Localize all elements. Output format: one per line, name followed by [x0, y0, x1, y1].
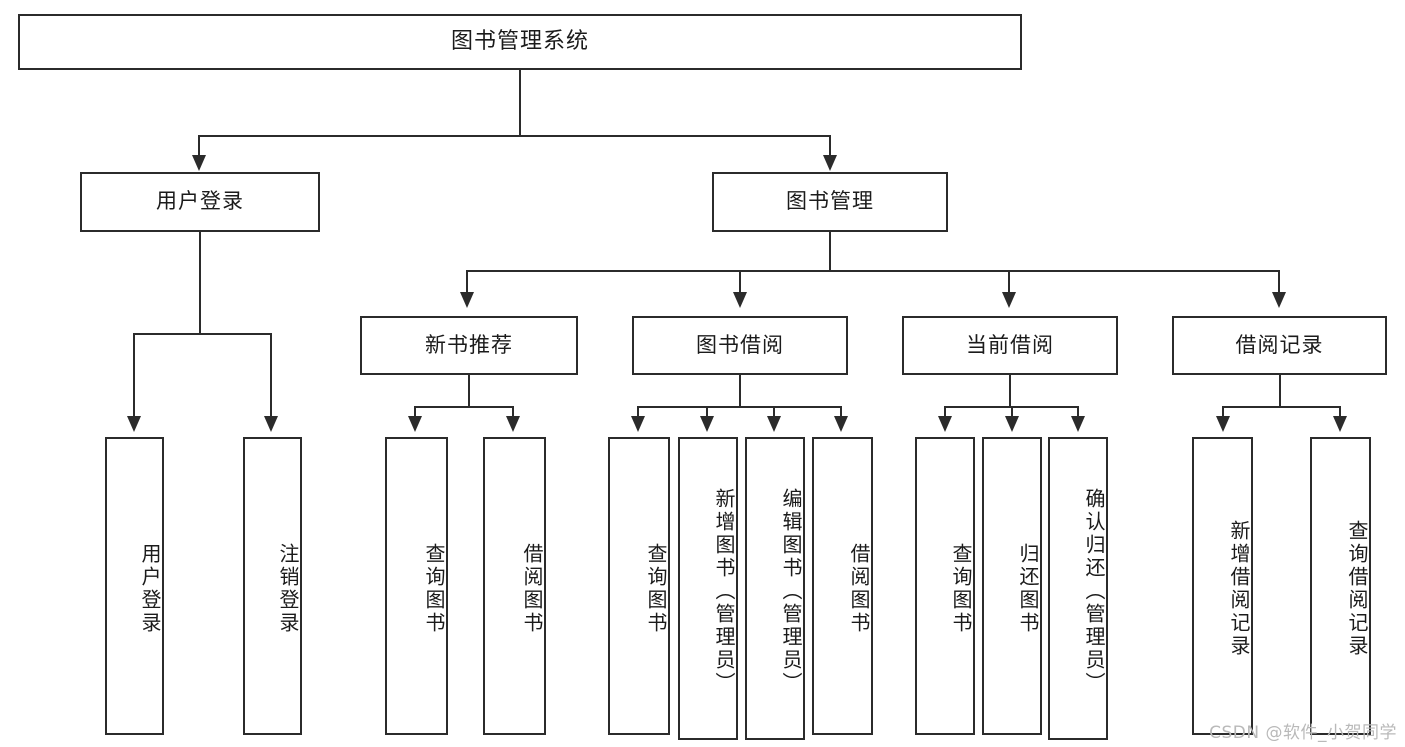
edge-current-to-leaf-1 — [944, 406, 946, 418]
node-label: 新增图书（管理员） — [712, 488, 736, 695]
leaf-borrow-book[interactable]: 借阅图书 — [812, 437, 873, 735]
edge-user-login-to-leaf-1 — [133, 333, 135, 418]
leaf-edit-book-admin[interactable]: 编辑图书（管理员） — [745, 437, 805, 740]
node-label: 查询图书 — [949, 543, 973, 635]
leaf-query-book-recommend[interactable]: 查询图书 — [385, 437, 448, 735]
edge-book-mgmt-to-g3 — [1008, 270, 1010, 294]
edge-new-book-bar — [414, 406, 514, 408]
arrow-user-login-to-leaf-2 — [264, 416, 278, 432]
node-label: 注销登录 — [276, 543, 300, 635]
node-label: 图书管理系统 — [450, 28, 589, 54]
arrow-book-mgmt-to-g4 — [1272, 292, 1286, 308]
edge-root-stem — [519, 70, 521, 136]
leaf-add-book-admin[interactable]: 新增图书（管理员） — [678, 437, 738, 740]
node-label: 用户登录 — [156, 189, 244, 214]
arrow-borrow-to-leaf-2 — [700, 416, 714, 432]
node-borrow-record[interactable]: 借阅记录 — [1172, 316, 1387, 375]
arrow-new-book-to-leaf-2 — [506, 416, 520, 432]
arrow-book-mgmt-to-g1 — [460, 292, 474, 308]
leaf-user-logout[interactable]: 注销登录 — [243, 437, 302, 735]
edge-record-stem — [1279, 375, 1281, 408]
edge-borrow-to-leaf-4 — [840, 406, 842, 418]
edge-new-book-to-leaf-1 — [414, 406, 416, 418]
edge-root-to-book-mgmt — [829, 135, 831, 157]
node-label: 新书推荐 — [425, 332, 513, 357]
arrow-borrow-to-leaf-4 — [834, 416, 848, 432]
edge-user-login-bar — [133, 333, 272, 335]
node-book-management[interactable]: 图书管理 — [712, 172, 948, 232]
arrow-borrow-to-leaf-3 — [767, 416, 781, 432]
leaf-query-book-borrow[interactable]: 查询图书 — [608, 437, 670, 735]
edge-current-to-leaf-2 — [1011, 406, 1013, 418]
edge-borrow-to-leaf-3 — [773, 406, 775, 418]
edge-record-to-leaf-2 — [1339, 406, 1341, 418]
node-label: 查询图书 — [422, 543, 446, 635]
arrow-user-login-to-leaf-1 — [127, 416, 141, 432]
edge-root-to-user-login — [198, 135, 200, 157]
arrow-record-to-leaf-1 — [1216, 416, 1230, 432]
edge-borrow-to-leaf-1 — [637, 406, 639, 418]
leaf-borrow-book-recommend[interactable]: 借阅图书 — [483, 437, 546, 735]
arrow-borrow-to-leaf-1 — [631, 416, 645, 432]
node-new-book-recommend[interactable]: 新书推荐 — [360, 316, 578, 375]
arrow-new-book-to-leaf-1 — [408, 416, 422, 432]
node-label: 借阅图书 — [847, 543, 871, 635]
leaf-query-borrow-record[interactable]: 查询借阅记录 — [1310, 437, 1371, 735]
node-root-system[interactable]: 图书管理系统 — [18, 14, 1022, 70]
edge-borrow-bar — [637, 406, 842, 408]
edge-user-login-stem — [199, 232, 201, 334]
edge-current-to-leaf-3 — [1077, 406, 1079, 418]
node-label: 借阅图书 — [520, 543, 544, 635]
arrow-book-mgmt-to-g3 — [1002, 292, 1016, 308]
edge-book-mgmt-to-g1 — [466, 270, 468, 294]
edge-record-to-leaf-1 — [1222, 406, 1224, 418]
node-label: 归还图书 — [1016, 543, 1040, 635]
edge-new-book-to-leaf-2 — [512, 406, 514, 418]
node-label: 图书管理 — [786, 189, 874, 214]
node-label: 新增借阅记录 — [1227, 520, 1251, 658]
arrow-record-to-leaf-2 — [1333, 416, 1347, 432]
edge-new-book-stem — [468, 375, 470, 408]
arrow-book-mgmt-to-g2 — [733, 292, 747, 308]
edge-book-mgmt-bar — [466, 270, 1280, 272]
edge-user-login-to-leaf-2 — [270, 333, 272, 418]
arrow-current-to-leaf-3 — [1071, 416, 1085, 432]
leaf-user-login[interactable]: 用户登录 — [105, 437, 164, 735]
arrow-root-to-book-mgmt — [823, 155, 837, 171]
node-label: 图书借阅 — [696, 332, 784, 357]
node-label: 用户登录 — [138, 543, 162, 635]
node-current-borrow[interactable]: 当前借阅 — [902, 316, 1118, 375]
leaf-confirm-return-admin[interactable]: 确认归还（管理员） — [1048, 437, 1108, 740]
arrow-current-to-leaf-2 — [1005, 416, 1019, 432]
leaf-query-book-current[interactable]: 查询图书 — [915, 437, 975, 735]
node-label: 当前借阅 — [966, 332, 1054, 357]
node-user-login[interactable]: 用户登录 — [80, 172, 320, 232]
edge-root-bar — [198, 135, 831, 137]
edge-borrow-stem — [739, 375, 741, 408]
node-label: 确认归还（管理员） — [1082, 488, 1106, 695]
edge-current-stem — [1009, 375, 1011, 408]
node-label: 借阅记录 — [1235, 332, 1324, 357]
node-label: 查询借阅记录 — [1345, 520, 1369, 658]
edge-book-mgmt-to-g4 — [1278, 270, 1280, 294]
edge-record-bar — [1222, 406, 1341, 408]
edge-book-mgmt-to-g2 — [739, 270, 741, 294]
node-label: 查询图书 — [644, 543, 668, 635]
leaf-add-borrow-record[interactable]: 新增借阅记录 — [1192, 437, 1253, 735]
arrow-root-to-user-login — [192, 155, 206, 171]
leaf-return-book[interactable]: 归还图书 — [982, 437, 1042, 735]
edge-borrow-to-leaf-2 — [706, 406, 708, 418]
arrow-current-to-leaf-1 — [938, 416, 952, 432]
watermark-text: CSDN @软件_小贺同学 — [1209, 723, 1397, 743]
node-label: 编辑图书（管理员） — [779, 488, 803, 695]
node-book-borrow[interactable]: 图书借阅 — [632, 316, 848, 375]
edge-book-mgmt-stem — [829, 232, 831, 272]
